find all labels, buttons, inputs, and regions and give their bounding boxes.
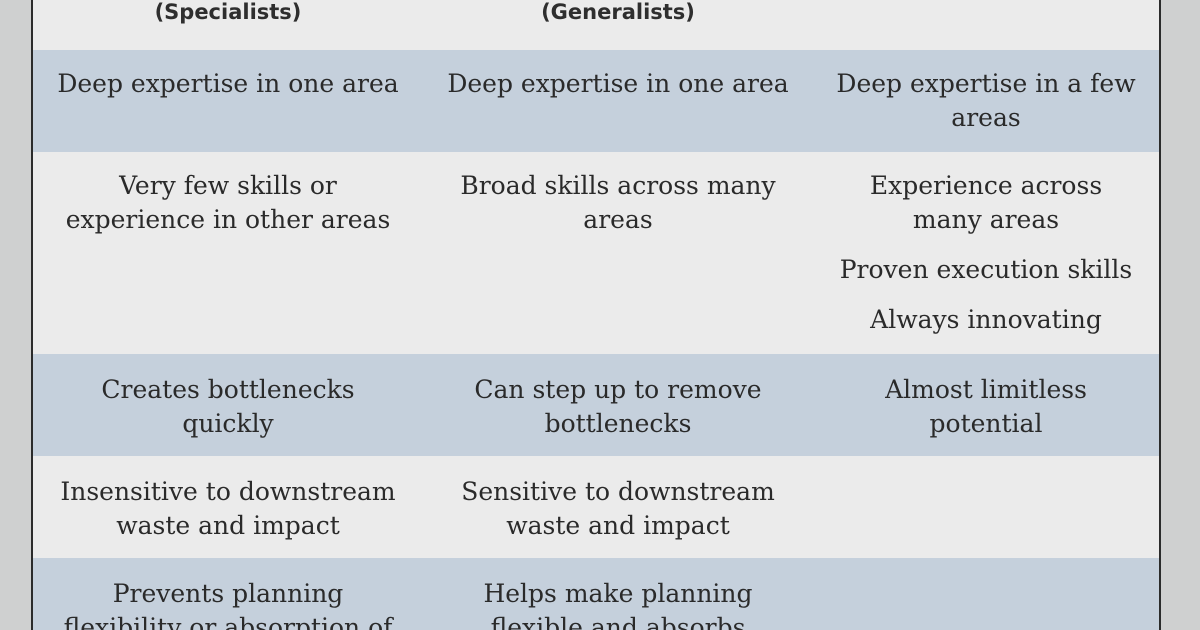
table-cell: Sensitive to downstream waste and impact: [461, 477, 775, 540]
table-cell: Helps make planning flexible and absorbs: [483, 579, 753, 630]
table-row: Very few skills or experience in other a…: [33, 152, 1159, 354]
table-cell: Experience across many areas Proven exec…: [839, 171, 1133, 334]
table-cell: Deep expertise in one area: [57, 69, 399, 98]
header-generalists: (Generalists): [541, 0, 695, 24]
header-specialists: (Specialists): [154, 0, 302, 24]
table-cell: Insensitive to downstream waste and impa…: [60, 477, 396, 540]
table-cell: Very few skills or experience in other a…: [65, 171, 391, 234]
table-cell: Deep expertise in a few areas: [836, 69, 1136, 132]
table-cell: Broad skills across many areas: [460, 171, 776, 234]
table-cell: Prevents planning flexibility or absorpt…: [63, 579, 393, 630]
table-cell: Creates bottlenecks quickly: [101, 375, 355, 438]
table-header-row: (Specialists) (Generalists): [33, 0, 1159, 50]
table-row: Creates bottlenecks quickly Can step up …: [33, 354, 1159, 456]
table-cell: Almost limitless potential: [885, 375, 1087, 438]
table-row: Prevents planning flexibility or absorpt…: [33, 558, 1159, 630]
comparison-table: (Specialists) (Generalists) Deep experti…: [31, 0, 1161, 630]
table-cell: Deep expertise in one area: [447, 69, 789, 98]
table-row: Insensitive to downstream waste and impa…: [33, 456, 1159, 558]
table-row: Deep expertise in one area Deep expertis…: [33, 50, 1159, 152]
table-cell: Can step up to remove bottlenecks: [474, 375, 762, 438]
